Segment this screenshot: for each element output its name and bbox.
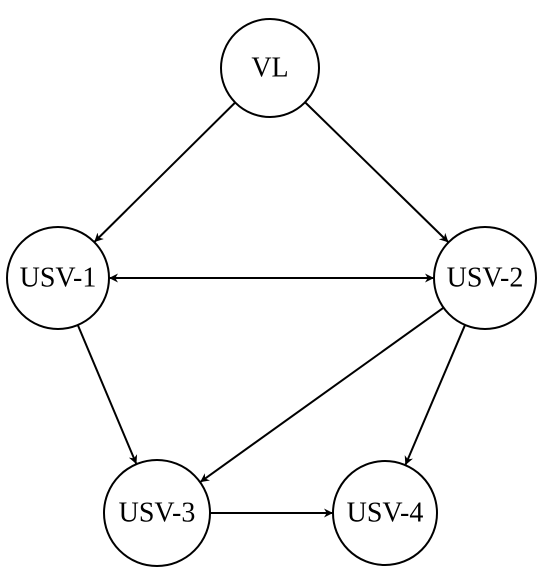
edge-usv2-to-usv3 <box>199 306 445 483</box>
node-usv2: USV-2 <box>433 226 537 330</box>
node-vl-label: VL <box>251 53 288 84</box>
edge-usv1-to-usv3 <box>76 324 138 465</box>
nodes-layer: VL USV-1 USV-2 USV-3 USV-4 <box>6 18 537 567</box>
node-usv3-label: USV-3 <box>119 498 196 529</box>
node-usv3: USV-3 <box>103 459 211 567</box>
node-usv1: USV-1 <box>6 226 110 330</box>
edge-vl-to-usv1 <box>93 101 236 243</box>
node-usv4-circle <box>332 460 438 566</box>
node-usv4-label: USV-4 <box>347 498 424 529</box>
node-usv3-circle <box>103 459 211 567</box>
node-usv4: USV-4 <box>332 460 438 566</box>
node-usv1-circle <box>6 226 110 330</box>
edge-vl-to-usv2 <box>304 101 450 244</box>
edge-usv2-to-usv4 <box>404 324 466 466</box>
node-vl: VL <box>220 18 320 118</box>
node-usv2-label: USV-2 <box>447 263 524 294</box>
edges-layer <box>76 101 466 518</box>
node-usv2-circle <box>433 226 537 330</box>
node-usv1-label: USV-1 <box>20 263 97 294</box>
node-vl-circle <box>220 18 320 118</box>
